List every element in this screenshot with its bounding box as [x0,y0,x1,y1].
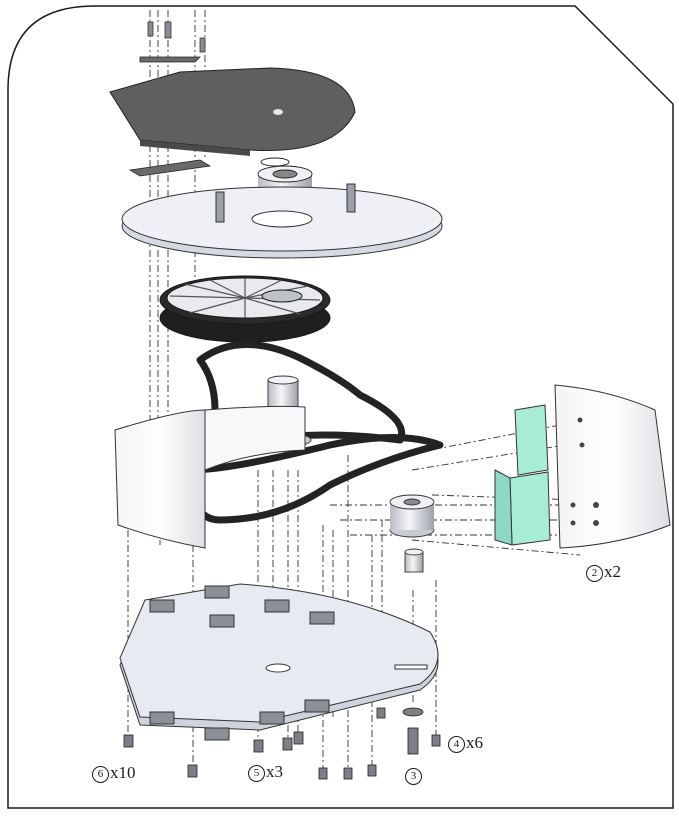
motor-bracket [494,384,671,549]
turntable-disc [121,183,443,259]
callout-bolt-number: 3 [405,768,422,785]
drawing-frame [7,5,674,809]
side-wall [114,405,306,549]
callout-screw-qty: x10 [110,763,136,782]
base-plate [119,583,439,741]
callout-washer-number: 4 [448,736,465,753]
callout-bracket-number: 2 [586,565,603,582]
idler-pulley [389,494,435,573]
callout-spacer-qty: x3 [266,762,283,781]
bottom-fasteners [123,707,441,780]
spoked-pulley [159,275,331,343]
callout-spacer-number: 5 [248,765,265,782]
callout-screw-number: 6 [92,766,109,783]
top-mounting-plate [109,56,356,177]
callout-bracket-qty: x2 [604,562,621,581]
callout-bolt: 3 [405,765,423,785]
callout-washer-qty: x6 [466,733,483,752]
